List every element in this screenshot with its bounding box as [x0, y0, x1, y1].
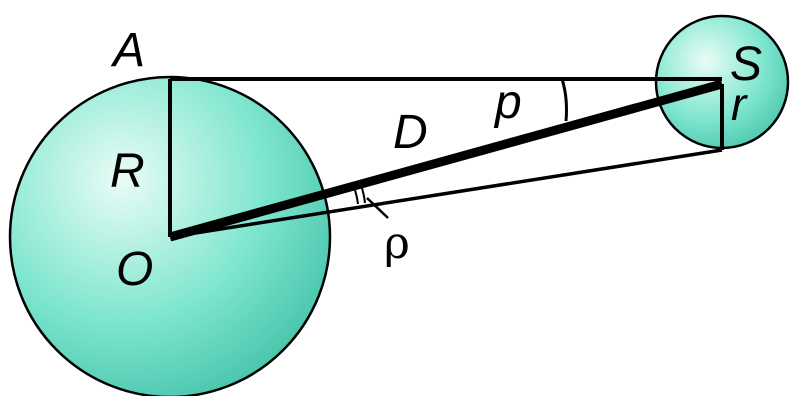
rho-pointer: [366, 197, 389, 219]
label-r-small: r: [731, 78, 748, 130]
distance-d-line: [168, 79, 724, 242]
label-p: p: [493, 76, 522, 129]
label-r-big: R: [110, 145, 145, 198]
line-o-to-tangent: [169, 148, 723, 239]
label-a: A: [110, 24, 145, 77]
label-rho: ρ: [384, 218, 410, 269]
label-s: S: [730, 38, 762, 91]
label-o: O: [116, 243, 153, 296]
angle-arc-rho-2: [360, 184, 366, 204]
angle-arc-rho-1: [353, 186, 359, 205]
label-d: D: [393, 106, 428, 159]
angle-arc-p: [560, 78, 568, 122]
